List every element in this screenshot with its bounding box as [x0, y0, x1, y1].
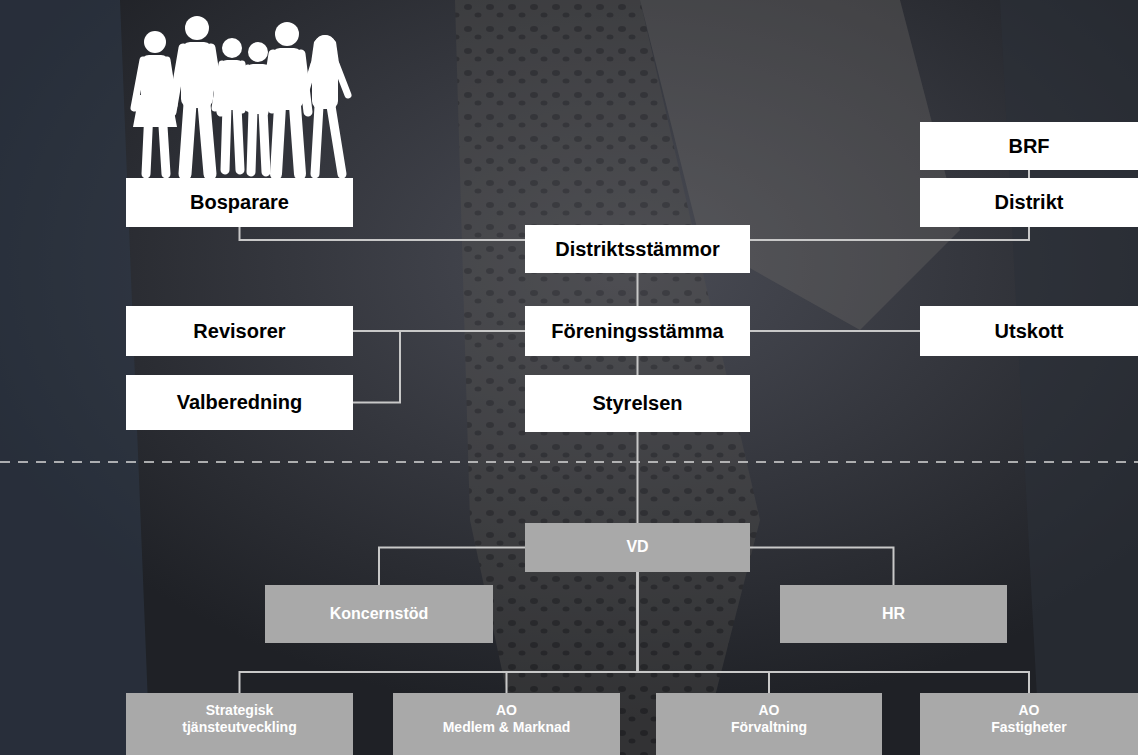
box-label: Styrelsen	[592, 392, 682, 415]
unit-box: VD	[525, 523, 750, 572]
unit-box: Koncernstöd	[265, 585, 493, 643]
org-connector	[507, 572, 638, 693]
org-connector	[750, 227, 1029, 240]
org-connector	[379, 548, 525, 586]
box-label: Utskott	[995, 320, 1064, 343]
box-label: AO	[496, 702, 517, 719]
box-label: AO	[1019, 702, 1040, 719]
unit-box: HR	[780, 585, 1007, 643]
org-box: Utskott	[920, 306, 1138, 356]
org-connector	[240, 572, 638, 693]
unit-box: AOFörvaltning	[656, 693, 882, 755]
org-connector	[637, 273, 639, 306]
org-connector	[750, 330, 920, 332]
unit-box: AOMedlem & Marknad	[393, 693, 620, 755]
people-silhouette	[133, 16, 348, 174]
org-connector	[638, 572, 770, 693]
box-label: BRF	[1008, 135, 1049, 158]
box-label: HR	[882, 605, 905, 623]
box-label: Valberedning	[177, 391, 303, 414]
org-connector	[240, 227, 526, 240]
unit-box: AOFastigheter	[920, 693, 1138, 755]
box-label: Distriktsstämmor	[555, 238, 720, 261]
org-connector	[353, 331, 525, 403]
box-label: Medlem & Marknad	[443, 719, 571, 736]
org-box: Revisorer	[126, 306, 353, 356]
photo-shadow	[1000, 0, 1138, 755]
box-label: Revisorer	[193, 320, 285, 343]
org-connector	[637, 356, 639, 375]
box-label: Fastigheter	[991, 719, 1066, 736]
box-label: Föreningsstämma	[551, 320, 723, 343]
org-box: Föreningsstämma	[525, 306, 750, 356]
box-label: AO	[759, 702, 780, 719]
photo-scarf	[640, 0, 960, 330]
box-label: Förvaltning	[731, 719, 807, 736]
org-box: Styrelsen	[525, 375, 750, 432]
box-label: Distrikt	[995, 191, 1064, 214]
unit-box: Strategisk tjänsteutveckling	[126, 693, 353, 755]
org-box: Valberedning	[126, 375, 353, 430]
org-box: Distriktsstämmor	[525, 225, 750, 273]
box-label: Strategisk tjänsteutveckling	[160, 702, 320, 736]
org-connector	[638, 572, 1030, 693]
org-connector	[1028, 170, 1030, 178]
org-box: Distrikt	[920, 178, 1138, 227]
org-box: Bosparare	[126, 178, 353, 227]
box-label: VD	[626, 538, 648, 556]
org-box: BRF	[920, 122, 1138, 170]
divider-dashed	[0, 461, 1138, 463]
org-connector	[637, 432, 639, 523]
box-label: Bosparare	[190, 191, 289, 214]
org-connector	[750, 548, 894, 586]
box-label: Koncernstöd	[330, 605, 429, 623]
